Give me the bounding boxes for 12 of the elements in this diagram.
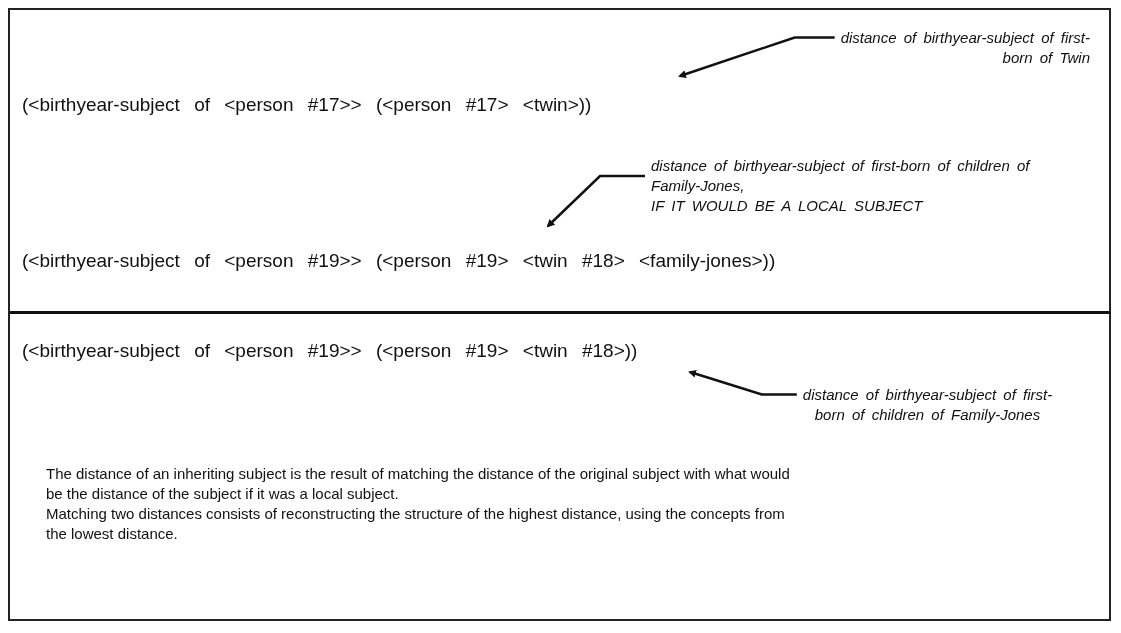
expression-text: (<birthyear-subject of <person #19>> (<person #19> <twin #18> <family-jones>)) [22,250,776,272]
expression-text: (<birthyear-subject of <person #17>> (<person #17> <twin>)) [22,94,592,116]
callout-text: distance of birthyear-subject of first-born of children of Family-Jones, [651,156,1032,196]
note-text: The distance of an inheriting subject is the result of matching the distance of the original subject with what would be the distance of the subject if it was a local subject. [46,464,791,504]
leader-arrow [546,174,645,228]
expression-text: (<birthyear-subject of <person #19>> (<person #19> <twin #18>)) [22,340,638,362]
callout-text: IF IT WOULD BE A LOCAL SUBJECT [651,196,925,216]
note-text: Matching two distances consists of reconstructing the structure of the highest distance, using the concepts from the lowest distance. [46,504,786,544]
leader-arrow [688,370,797,396]
leader-arrow [678,36,835,78]
callout-text: distance of birthyear-subject of first-born of Twin [820,28,1090,68]
callout-text: distance of birthyear-subject of first-born of children of Family-Jones [790,385,1065,425]
